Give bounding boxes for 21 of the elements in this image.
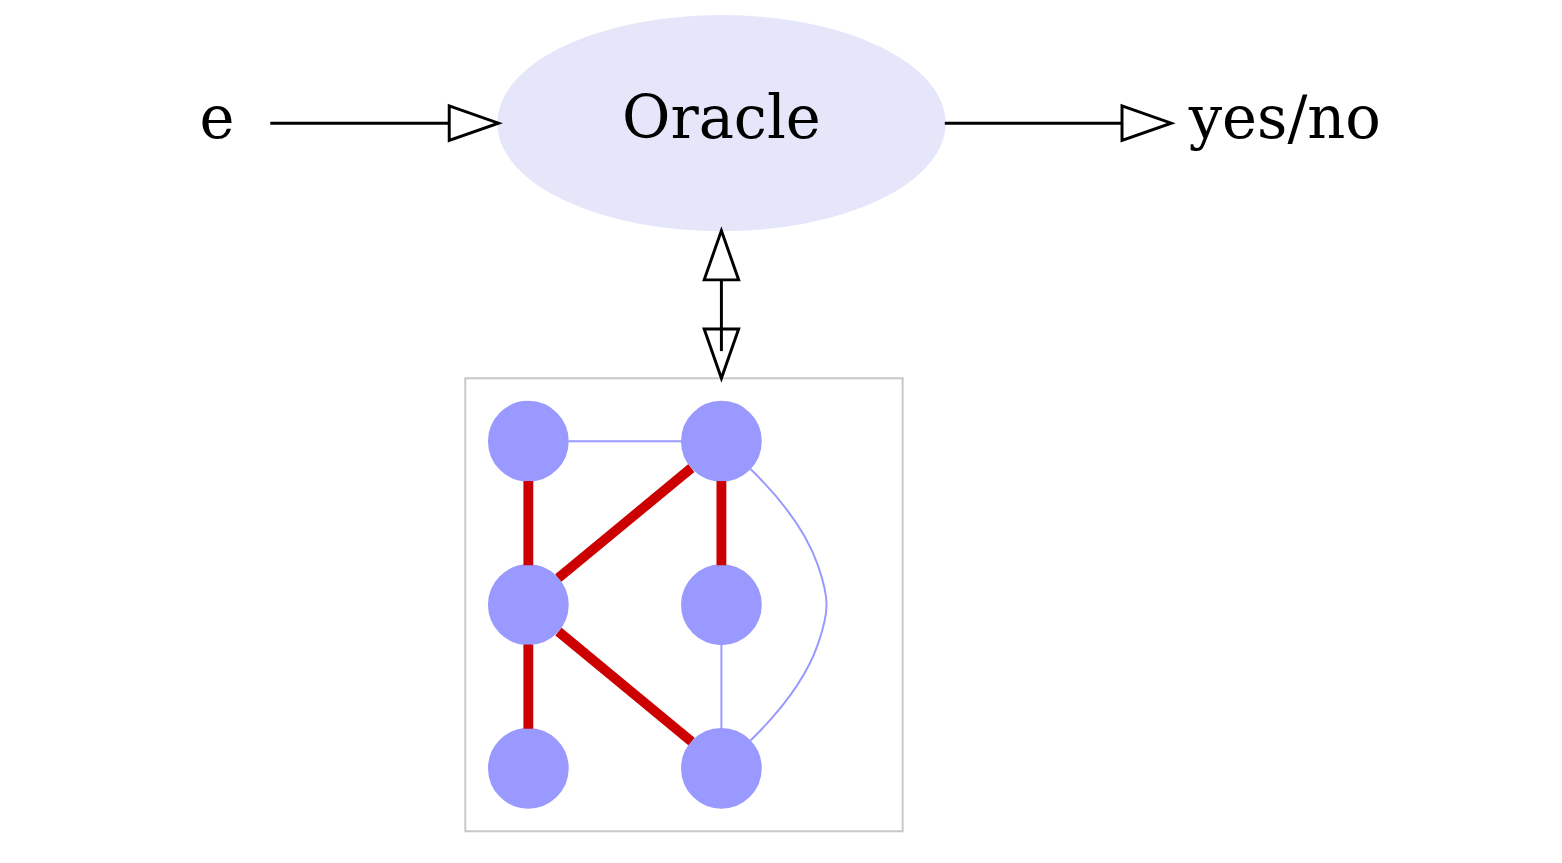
node-text: e bbox=[199, 82, 235, 152]
arrow bbox=[270, 103, 503, 143]
cluster bbox=[464, 377, 904, 833]
connector bbox=[523, 481, 534, 566]
connector bbox=[555, 464, 695, 582]
node-ellipse: Oracle bbox=[497, 15, 946, 232]
node-circle bbox=[487, 727, 569, 809]
connector bbox=[720, 643, 723, 730]
arrow bbox=[944, 103, 1176, 143]
connector bbox=[555, 627, 695, 746]
node-text: yes/no bbox=[1188, 82, 1381, 152]
arrow bbox=[702, 226, 741, 383]
connector bbox=[749, 468, 828, 742]
connector bbox=[716, 481, 727, 566]
connector bbox=[567, 440, 683, 443]
node-circle bbox=[681, 727, 762, 809]
node-circle bbox=[681, 400, 762, 482]
node-circle bbox=[487, 400, 569, 482]
node-circle bbox=[681, 564, 762, 646]
connector bbox=[523, 644, 534, 729]
node-circle bbox=[487, 564, 569, 646]
